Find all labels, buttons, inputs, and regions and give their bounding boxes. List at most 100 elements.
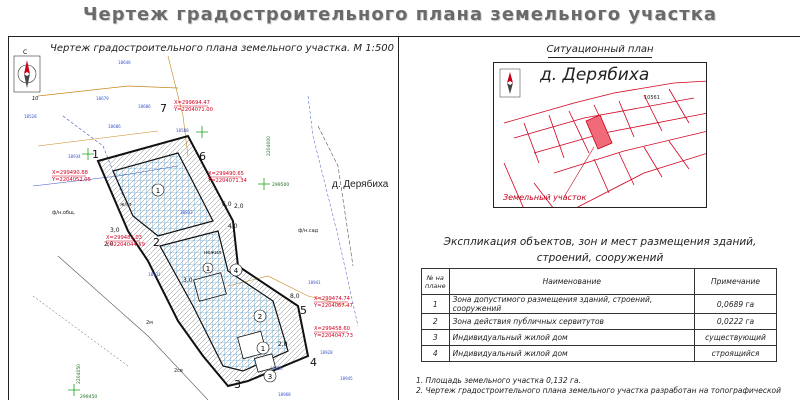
dim-label-h: 3,0: [183, 277, 193, 284]
point-label-1: 1: [92, 148, 99, 161]
situation-compass-icon: [499, 68, 521, 98]
point-label-7: 7: [160, 102, 167, 115]
cad-label-0: 18646: [118, 60, 131, 65]
coord-label-4y: Y=2204044.59: [105, 242, 145, 248]
dim-label-e: 2,0: [104, 241, 114, 248]
zone-label-4: 4: [234, 267, 239, 275]
situation-plot-label: Земельный участок: [503, 193, 587, 202]
row-note: строящийся: [694, 345, 777, 362]
table-row: 1 Зона допустимого размещения зданий, ст…: [421, 294, 777, 314]
zone-label-2: 2: [258, 313, 262, 321]
point-label-5: 5: [300, 304, 307, 317]
situation-plan-title-underline: [548, 57, 652, 58]
use-label-0: нежил: [204, 250, 221, 256]
use-label-3: 2св: [174, 368, 183, 374]
point-label-3: 3: [234, 378, 241, 391]
row-name: Зона действия публичных сервитутов: [448, 313, 696, 330]
cad-label-2: 18686: [108, 124, 121, 129]
dim-label-c: 2,0: [234, 203, 244, 210]
coord-label-1y: Y=2204071.00: [173, 107, 213, 113]
dim-label-a: 6,0: [222, 201, 232, 208]
village-label: д. Дерябиха: [332, 179, 389, 190]
row-num: 4: [421, 345, 450, 362]
cad-label-5: 18528: [24, 114, 37, 119]
situation-village-label: д. Дерябиха: [540, 65, 650, 85]
page-title: Чертеж градостроительного плана земельно…: [82, 4, 718, 25]
cad-label-6: 18934: [68, 154, 81, 159]
cad-label-10: 18928: [320, 350, 333, 355]
sit-number-label: 10561: [644, 95, 660, 101]
note-1: 1. Площадь земельного участка 0,132 га.: [416, 376, 581, 385]
dim-label-g: 2,0: [278, 341, 288, 348]
header-note: Примечание: [694, 268, 777, 295]
grid-label-2204050: 2204050: [76, 364, 82, 384]
row-note: 0,0689 га: [694, 294, 777, 314]
cad-label-3: 18686: [138, 104, 151, 109]
cad-label-1: 18679: [96, 96, 109, 101]
sheet-divider: [398, 36, 399, 400]
row-name: Зона допустимого размещения зданий, стро…: [448, 294, 696, 314]
compass-marker-label: 10: [32, 96, 38, 102]
point-label-4: 4: [310, 356, 317, 369]
row-num: 1: [421, 294, 450, 314]
use-label-1: ф/н.общ.: [52, 210, 76, 216]
row-num: 3: [421, 329, 450, 346]
row-name: Индивидуальный жилой дом: [448, 329, 696, 346]
zone-label-1b: 1: [206, 265, 210, 273]
header-num: № на плане: [421, 268, 450, 295]
grid-label-2204000: 2204000: [266, 136, 272, 156]
zone-label-1a: 1: [156, 187, 160, 195]
situation-plan-title: Ситуационный план: [546, 44, 654, 55]
explication-title-line2: строений, сооружений: [536, 252, 664, 264]
point-label-6: 6: [199, 150, 206, 163]
use-label-5: ж/гэ: [120, 202, 132, 208]
cad-label-8: 18931: [148, 272, 161, 277]
situation-plan-map: 10561: [493, 62, 707, 208]
point-label-2: 2: [153, 236, 160, 249]
cad-label-11: 18941: [308, 280, 321, 285]
grid-label-299450: 299450: [80, 394, 97, 400]
plot-highlight: [585, 114, 613, 150]
grid-label-299500: 299500: [272, 182, 289, 188]
cad-label-7: 18933: [180, 210, 193, 215]
coord-label-3x: X=299490.65: [208, 171, 244, 177]
note-2: 2. Чертеж градостроительного плана земел…: [416, 386, 781, 395]
coord-label-2y: Y=2204052.05: [51, 177, 91, 183]
dim-label-f: 8,0: [290, 293, 300, 300]
drawing-caption: Чертеж градостроительного плана земельно…: [50, 43, 395, 54]
cad-label-4: 18588: [176, 128, 189, 133]
explication-title: Экспликация объектов, зон и мест размеще…: [430, 234, 770, 266]
dim-label-d: 3,0: [110, 227, 120, 234]
use-label-2: ф/н.сад: [298, 228, 319, 234]
cad-label-9: 18935: [270, 366, 283, 371]
notes-block: 1. Площадь земельного участка 0,132 га. …: [416, 376, 798, 396]
header-name: Наименование: [448, 268, 696, 295]
coord-label-5x: X=299474.74: [314, 296, 351, 302]
explication-table: № на плане Наименование Примечание 1 Зон…: [421, 268, 777, 362]
row-name: Индивидуальный жилой дом: [448, 345, 696, 362]
explication-title-line1: Экспликация объектов, зон и мест размеще…: [443, 236, 757, 248]
table-header-row: № на плане Наименование Примечание: [421, 268, 777, 295]
table-row: 3 Индивидуальный жилой дом существующий: [421, 329, 777, 346]
table-row: 4 Индивидуальный жилой дом строящийся: [421, 345, 777, 362]
row-note: 0,0222 га: [694, 313, 777, 330]
coord-label-1x: X=299694.47: [174, 100, 210, 106]
coord-label-2x: X=299490.88: [52, 170, 88, 176]
cad-label-12: 18968: [278, 392, 291, 397]
zone-label-3: 3: [268, 373, 272, 381]
coord-label-6x: X=299458.60: [314, 326, 350, 332]
coord-label-3y: Y=2204071.34: [207, 178, 248, 184]
table-row: 2 Зона действия публичных сервитутов 0,0…: [421, 313, 777, 330]
compass-icon: С 10: [13, 49, 41, 102]
zone-label-1c: 1: [261, 345, 265, 353]
compass-north-label: С: [23, 49, 27, 56]
coord-label-5y: Y=2204067.47: [313, 303, 353, 309]
dim-label-b: 4,0: [228, 223, 238, 230]
cad-label-13: 18945: [340, 376, 353, 381]
site-plan-drawing: С 10 1 4 1 2 1 3 1 2 3 4 5: [13, 49, 359, 400]
coord-label-6y: Y=2204047.73: [313, 333, 353, 339]
row-num: 2: [421, 313, 450, 330]
coord-label-4x: X=299481.03: [106, 235, 142, 241]
row-note: существующий: [694, 329, 777, 346]
use-label-4: 2м: [146, 320, 153, 326]
